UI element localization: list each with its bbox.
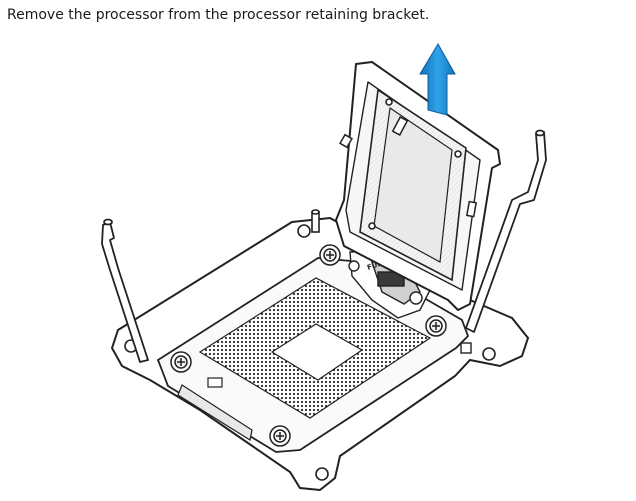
lift-direction-arrow-icon	[419, 43, 456, 116]
retention-screws	[170, 244, 447, 447]
instruction-text: Remove the processor from the processor …	[7, 7, 430, 23]
mounting-holes	[124, 224, 496, 481]
left-lever	[101, 218, 149, 363]
right-lever	[465, 129, 547, 333]
processor	[359, 88, 467, 282]
socket-center-window	[270, 323, 364, 381]
